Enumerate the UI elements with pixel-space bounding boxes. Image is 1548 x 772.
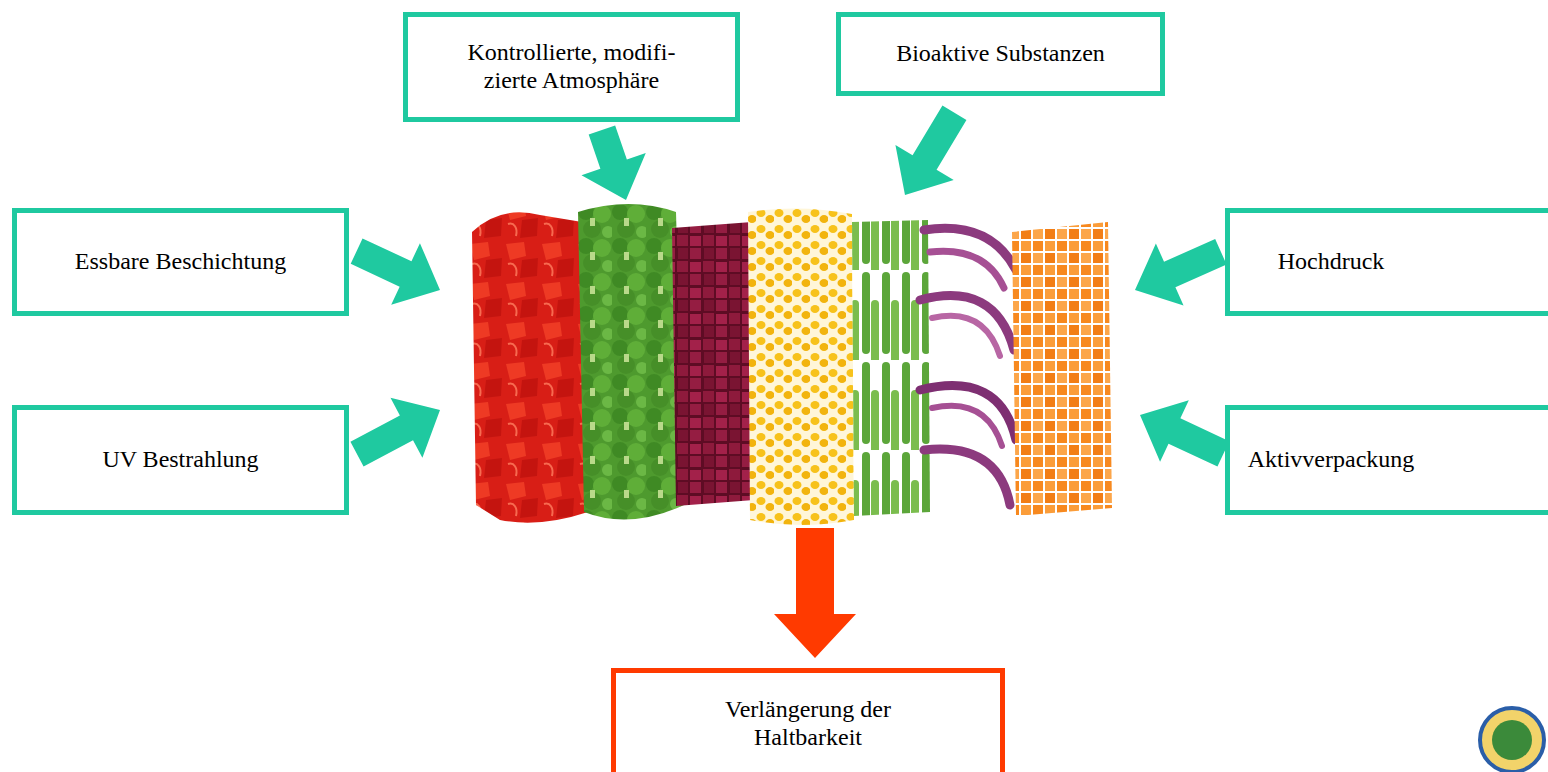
result-box: Verlängerung der Haltbarkeit bbox=[611, 668, 1005, 772]
method-box: Aktivverpackung bbox=[1225, 405, 1548, 515]
box-label: UV Bestrahlung bbox=[102, 446, 258, 474]
box-label: Aktivverpackung bbox=[1248, 446, 1415, 474]
method-box: Bioaktive Substanzen bbox=[836, 12, 1165, 96]
green-arrow bbox=[341, 95, 1238, 484]
method-box: Hochdruck bbox=[1225, 208, 1548, 316]
method-box: Kontrollierte, modifi- zierte Atmosphäre bbox=[403, 12, 740, 122]
method-box: UV Bestrahlung bbox=[12, 405, 349, 515]
method-box: Essbare Beschichtung bbox=[12, 208, 349, 316]
box-label: Hochdruck bbox=[1278, 248, 1385, 276]
box-label: Kontrollierte, modifi- zierte Atmosphäre bbox=[447, 39, 697, 94]
box-label: Verlängerung der Haltbarkeit bbox=[708, 696, 908, 751]
box-label: Essbare Beschichtung bbox=[75, 248, 286, 276]
red-arrow bbox=[774, 528, 856, 658]
box-label: Bioaktive Substanzen bbox=[896, 40, 1105, 68]
